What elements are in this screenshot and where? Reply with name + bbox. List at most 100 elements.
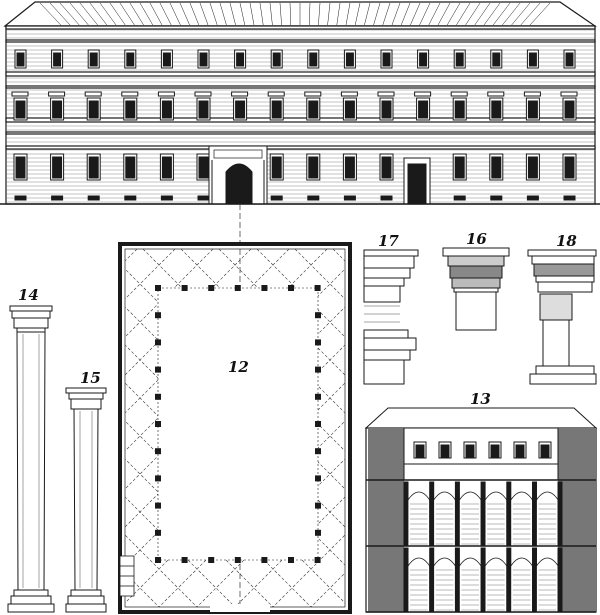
window-glass [198, 156, 209, 179]
pier [261, 557, 268, 563]
pier [506, 547, 512, 613]
roof-line [39, 2, 61, 26]
figure-number-16: 16 [466, 230, 487, 248]
pier [288, 557, 294, 563]
window-glass [454, 100, 465, 119]
pier [155, 448, 161, 455]
capital-corinthian [527, 249, 597, 385]
pier [234, 557, 241, 563]
column-small [65, 387, 107, 613]
window-glass [271, 156, 282, 179]
window-pediment [267, 91, 285, 97]
pier [314, 285, 321, 291]
window-pediment [450, 91, 468, 97]
roof-line [289, 2, 292, 26]
figure-number-13: 13 [470, 390, 491, 408]
cellar-vent [380, 195, 393, 201]
roof-line [446, 2, 461, 26]
roof-line [229, 2, 236, 26]
roof-line [49, 2, 71, 26]
figure-number-12: 12 [228, 358, 249, 376]
window-glass [564, 156, 575, 179]
roof-line [493, 2, 511, 26]
window-glass [272, 52, 281, 67]
window-glass [235, 100, 246, 119]
pier [506, 481, 512, 547]
pier [429, 547, 435, 613]
window-pediment [48, 91, 66, 97]
roof-line [239, 2, 246, 26]
window-glass [89, 52, 98, 67]
window-glass [492, 52, 501, 67]
roof-line [59, 2, 80, 26]
window-glass [527, 156, 538, 179]
roof-line [119, 2, 135, 26]
window-pediment [377, 91, 395, 97]
window-glass [15, 156, 26, 179]
pier [155, 557, 161, 563]
pier [155, 339, 161, 346]
window-glass [16, 52, 25, 67]
pier [288, 285, 294, 291]
window-glass [491, 156, 502, 179]
window-glass [381, 156, 392, 179]
window-glass [88, 100, 99, 119]
window-glass [381, 100, 392, 119]
window-glass [161, 156, 172, 179]
roof-line [189, 2, 200, 26]
cellar-vent [270, 195, 283, 201]
pier [315, 312, 321, 319]
window-glass [52, 156, 63, 179]
roof-line [419, 2, 431, 26]
roof-line [456, 2, 471, 26]
window-pediment [523, 91, 541, 97]
pier [532, 547, 537, 613]
roof-line [159, 2, 172, 26]
capital-ionic [442, 247, 510, 331]
window-pediment [231, 91, 249, 97]
pier [155, 502, 161, 509]
window-pediment [157, 91, 175, 97]
pier [155, 421, 161, 427]
cellar-vent [453, 195, 466, 201]
plan-courtyard [158, 288, 318, 560]
pier [315, 448, 321, 455]
window-glass [199, 52, 208, 67]
section-window-glass [415, 444, 425, 458]
string-course [5, 39, 596, 43]
section-window-glass [540, 444, 550, 458]
pier [315, 393, 321, 400]
pier [155, 475, 161, 482]
pier [315, 421, 321, 427]
window-glass [345, 52, 354, 67]
figure-number-17: 17 [378, 232, 399, 250]
pier [454, 547, 460, 613]
section-window-glass [440, 444, 450, 458]
roof-line [474, 2, 491, 26]
window-pediment [304, 91, 322, 97]
string-course [5, 117, 596, 123]
window-glass [308, 156, 319, 179]
window-glass [162, 52, 171, 67]
window-glass [271, 100, 282, 119]
window-pediment [121, 91, 139, 97]
window-glass [198, 100, 209, 119]
roof-line [199, 2, 209, 26]
roof-line [318, 2, 321, 26]
roof-line [345, 2, 351, 26]
roof-line [139, 2, 154, 26]
lattice-line [125, 344, 345, 566]
roof-line [529, 2, 551, 26]
column-large [7, 305, 55, 613]
pier [315, 529, 321, 536]
roof-line [465, 2, 481, 26]
cellar-vent [343, 195, 356, 201]
roof-line [259, 2, 264, 26]
roof-line [354, 2, 361, 26]
window-glass [125, 156, 136, 179]
window-glass [161, 100, 172, 119]
roof-line [336, 2, 341, 26]
pier [315, 475, 321, 482]
roof-line [391, 2, 401, 26]
